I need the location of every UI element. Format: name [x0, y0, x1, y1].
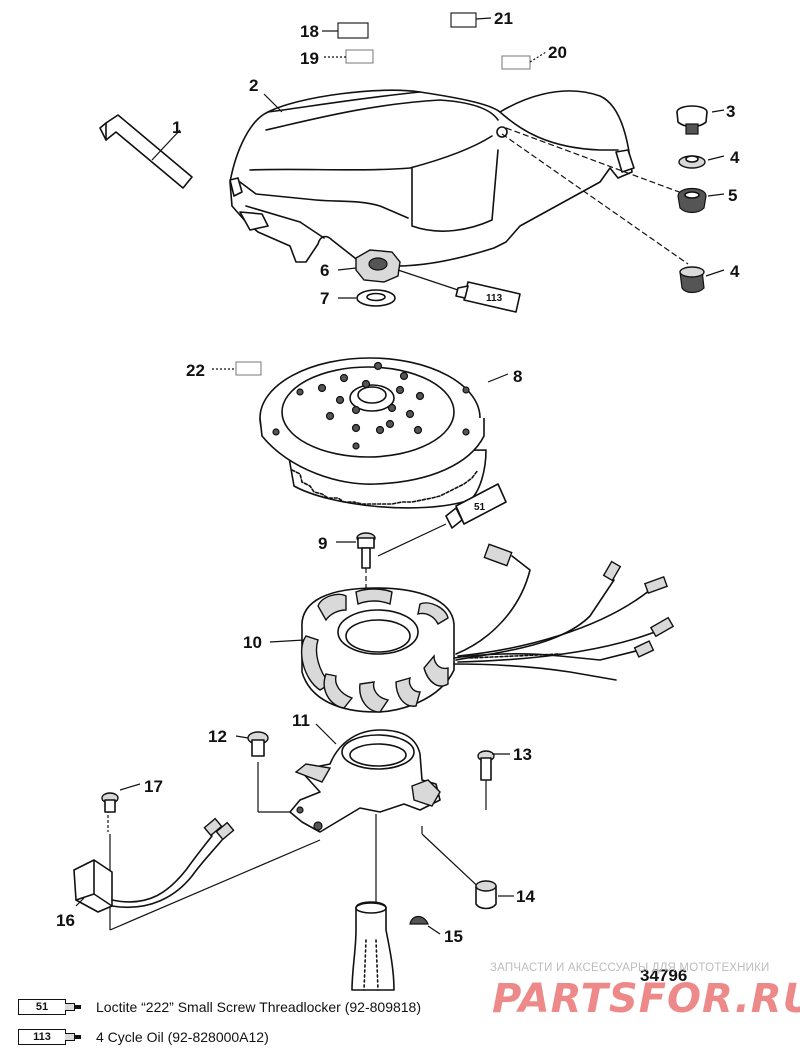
tube-icon: 113	[18, 1028, 82, 1046]
figure-number: 34796	[640, 966, 688, 985]
label-box-19	[324, 49, 374, 64]
stator-part	[300, 587, 455, 713]
callout-15: 15	[444, 927, 463, 946]
flywheel-cover-part	[229, 89, 635, 267]
label-box-22	[212, 361, 262, 376]
knob-part	[676, 105, 708, 135]
callout-17: 17	[144, 777, 163, 796]
callout-14: 14	[516, 887, 535, 906]
flywheel-part	[259, 357, 487, 509]
screw-part-12	[247, 731, 269, 757]
pulser-coil-part	[73, 817, 235, 913]
flywheel-nut-part	[355, 249, 401, 283]
callout-numbers: 1 2 3 4 4 5 6 7 8 9 10 11 12 13 14 15 16…	[56, 9, 740, 946]
callout-16: 16	[56, 911, 75, 930]
callout-4-upper: 4	[730, 148, 740, 167]
callout-7: 7	[320, 289, 329, 308]
woodruff-key-part	[409, 915, 429, 925]
label-box-21	[450, 12, 492, 28]
callout-11: 11	[292, 711, 310, 730]
trigger-plate-part	[289, 729, 441, 833]
callout-10: 10	[243, 633, 262, 652]
callout-2: 2	[249, 76, 258, 95]
callout-18: 18	[300, 22, 319, 41]
screw-part-17	[101, 792, 119, 813]
callout-9: 9	[318, 534, 327, 553]
callout-12: 12	[208, 727, 227, 746]
callout-13: 13	[513, 745, 532, 764]
callout-20: 20	[548, 43, 567, 62]
hex-key-part	[99, 114, 193, 189]
watermark: ЗАПЧАСТИ И АКСЕССУАРЫ ДЛЯ МОТОТЕХНИКИ PA…	[490, 960, 800, 1030]
loctite-tube-51: 51	[445, 483, 507, 529]
legend-text: 4 Cycle Oil (92-828000A12)	[96, 1029, 269, 1045]
callout-21: 21	[494, 9, 513, 28]
spacer-part	[475, 880, 497, 910]
watermark-tagline: ЗАПЧАСТИ И АКСЕССУАРЫ ДЛЯ МОТОТЕХНИКИ	[490, 962, 770, 974]
callout-3: 3	[726, 102, 735, 121]
label-box-18	[322, 22, 369, 39]
oil-tube-113: 113	[455, 281, 521, 313]
washer-part	[356, 289, 396, 307]
callout-4-lower: 4	[730, 262, 740, 281]
grommet-part-lower	[679, 266, 705, 294]
tube-icon: 51	[18, 998, 82, 1016]
callout-6: 6	[320, 261, 329, 280]
stator-wire-harness	[453, 543, 675, 681]
callout-22: 22	[186, 361, 205, 380]
legend-text: Loctite “222” Small Screw Threadlocker (…	[96, 999, 422, 1015]
callout-5: 5	[728, 186, 737, 205]
crankshaft-end	[351, 901, 395, 991]
grommet-part-upper	[678, 155, 706, 169]
callout-8: 8	[513, 367, 522, 386]
screw-part-13	[477, 750, 495, 781]
tube-code: 113	[18, 1029, 66, 1045]
watermark-logo: PARTSFOR.RU	[492, 976, 800, 1022]
label-box-20	[501, 51, 547, 70]
legend-row-oil: 113 4 Cycle Oil (92-828000A12)	[18, 1026, 269, 1048]
callout-19: 19	[300, 49, 319, 68]
callout-leaders	[75, 93, 725, 935]
callout-1: 1	[172, 118, 181, 137]
loctite-tube-label: 51	[474, 502, 486, 513]
oil-tube-label: 113	[486, 293, 503, 304]
grommet-part-5	[677, 187, 707, 214]
legend-row-loctite: 51 Loctite “222” Small Screw Threadlocke…	[18, 996, 421, 1018]
tube-code: 51	[18, 999, 66, 1015]
